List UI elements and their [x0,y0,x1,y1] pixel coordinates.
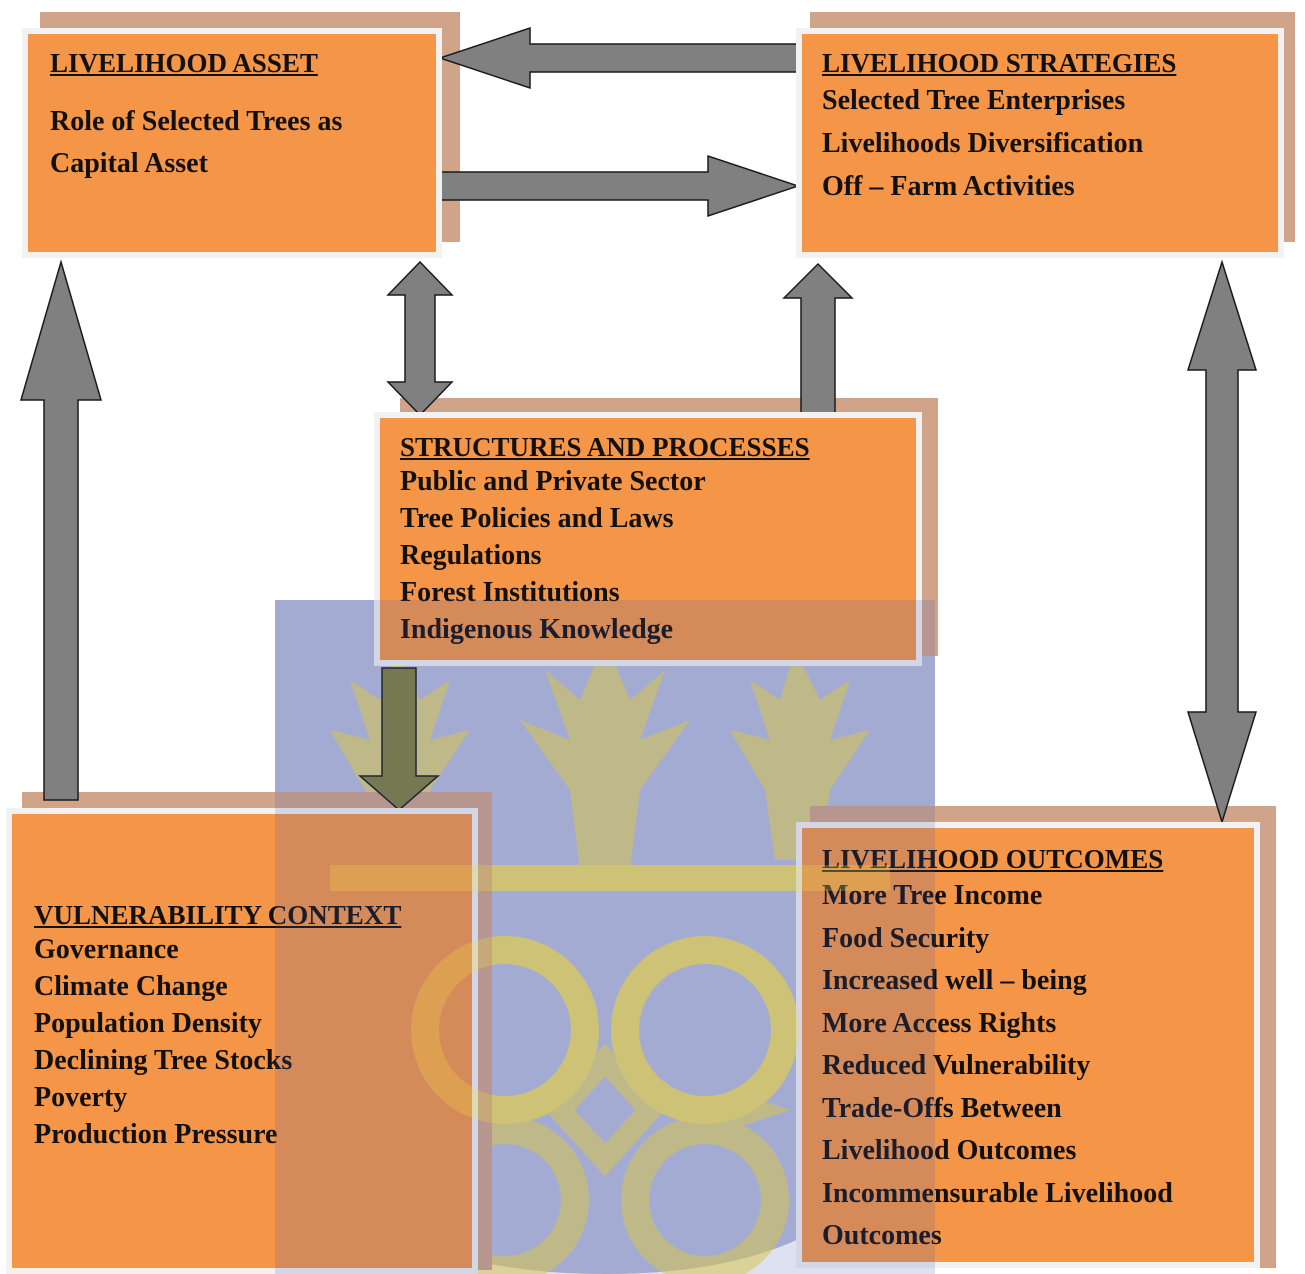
structures-processes-line: Public and Private Sector [400,466,706,497]
vulnerability-context-line: Climate Change [34,971,228,1002]
vulnerability-context-line: Governance [34,934,179,965]
livelihood-outcomes-line: Incommensurable Livelihood [822,1177,1173,1209]
livelihood-asset-title: LIVELIHOOD ASSET [50,48,318,78]
vulnerability-context-line: Poverty [34,1082,128,1113]
vulnerability-context-box: VULNERABILITY CONTEXT Governance Climate… [6,808,478,1274]
arrow-asset-to-strategies [439,154,801,218]
arrow-strategies-to-asset [437,26,799,90]
vulnerability-context-title: VULNERABILITY CONTEXT [34,900,402,930]
structures-processes-title: STRUCTURES AND PROCESSES [400,432,810,462]
arrow-asset-structures-double [386,260,454,417]
livelihood-asset-line: Role of Selected Trees as [50,106,343,137]
livelihood-outcomes-line: Food Security [822,922,990,954]
livelihood-strategies-title: LIVELIHOOD STRATEGIES [822,48,1177,78]
livelihood-outcomes-line: Livelihood Outcomes [822,1135,1077,1166]
livelihood-outcomes-line: More Tree Income [822,880,1043,911]
structures-processes-box: STRUCTURES AND PROCESSES Public and Priv… [374,412,922,666]
livelihood-outcomes-line: Trade-Offs Between [822,1092,1062,1124]
vulnerability-context-line: Production Pressure [34,1119,278,1150]
livelihood-outcomes-title: LIVELIHOOD OUTCOMES [822,844,1164,874]
vulnerability-context-line: Population Density [34,1008,262,1039]
livelihood-strategies-box: LIVELIHOOD STRATEGIES Selected Tree Ente… [796,28,1284,258]
livelihood-outcomes-line: Increased well – being [822,965,1087,996]
arrow-structures-to-vulnerability [357,667,441,811]
structures-processes-line: Indigenous Knowledge [400,614,674,645]
structures-processes-line: Forest Institutions [400,577,620,608]
structures-processes-line: Regulations [400,540,542,571]
livelihood-strategies-line: Livelihoods Diversification [822,128,1144,159]
livelihood-strategies-line: Selected Tree Enterprises [822,85,1126,116]
livelihood-outcomes-box: LIVELIHOOD OUTCOMES More Tree Income Foo… [796,822,1260,1268]
livelihood-outcomes-line: Reduced Vulnerability [822,1050,1091,1081]
livelihood-outcomes-line: More Access Rights [822,1007,1057,1039]
arrow-structures-to-strategies [782,262,854,416]
livelihood-strategies-line: Off – Farm Activities [822,171,1075,202]
livelihood-asset-box: LIVELIHOOD ASSET Role of Selected Trees … [22,28,442,258]
arrow-strategies-outcomes-double [1186,259,1258,825]
arrow-vulnerability-to-asset [20,259,102,801]
livelihood-asset-line: Capital Asset [50,148,208,179]
livelihood-outcomes-line: Outcomes [822,1220,942,1251]
structures-processes-line: Tree Policies and Laws [400,503,674,534]
vulnerability-context-line: Declining Tree Stocks [34,1045,293,1076]
